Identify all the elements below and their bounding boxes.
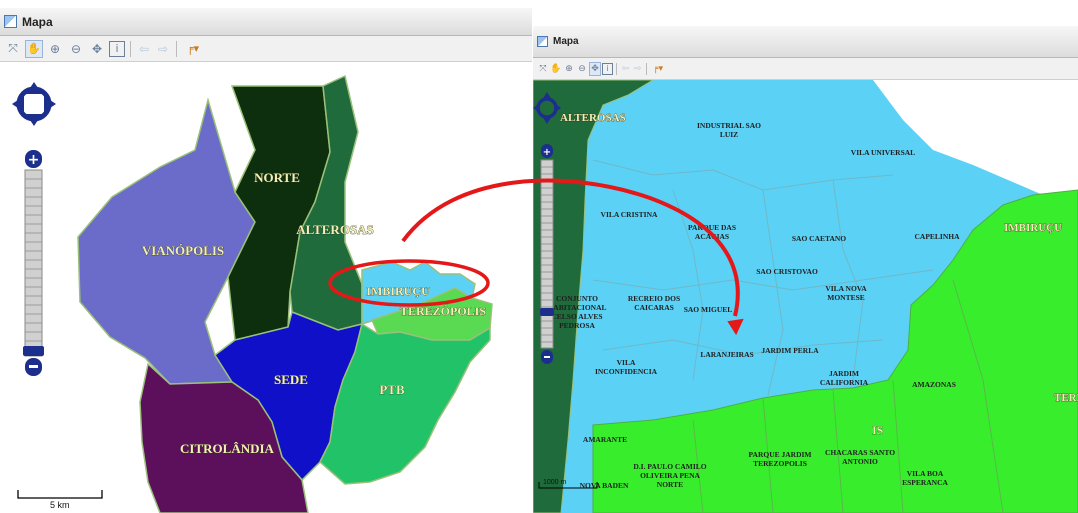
label-vila-universal: VILA UNIVERSAL xyxy=(851,148,915,157)
left-map[interactable]: NORTE ALTEROSAS VIANÓPOLIS IMBIRUÇU TERE… xyxy=(0,62,532,513)
map-window-icon xyxy=(537,36,548,47)
outside-area xyxy=(873,80,1078,212)
toolbar-separator xyxy=(176,40,177,57)
label-ptb: PTB xyxy=(379,382,405,397)
measure-tool-icon[interactable]: ╒▾ xyxy=(186,42,200,55)
toolbar-separator xyxy=(130,40,131,57)
zoom-slider[interactable] xyxy=(24,169,43,357)
zoom-in-tool-icon[interactable]: ⊕ xyxy=(565,63,573,74)
pan-zoom-control[interactable]: + xyxy=(12,82,56,376)
region-vianopolis[interactable] xyxy=(77,97,256,385)
svg-text:5 km: 5 km xyxy=(50,500,70,510)
green-area[interactable] xyxy=(592,189,1078,513)
toolbar-separator xyxy=(646,62,647,75)
zoom-extent-icon[interactable]: ⤧ xyxy=(8,41,18,55)
svg-text:+: + xyxy=(543,147,551,158)
zoom-in-tool-icon[interactable]: ⊕ xyxy=(49,41,61,56)
move-icon[interactable]: ✥ xyxy=(589,61,601,76)
info-icon[interactable]: i xyxy=(602,62,613,75)
label-jardim-perla: JARDIM PERLA xyxy=(761,346,819,355)
right-toolbar: ⤧ ✋ ⊕ ⊖ ✥ i ⇦ ⇨ ╒▾ xyxy=(533,58,1078,80)
zoom-out-button[interactable] xyxy=(25,358,42,376)
label-vianopolis: VIANÓPOLIS xyxy=(142,243,224,258)
green-boundaries xyxy=(692,279,1004,513)
forward-arrow-icon[interactable]: ⇨ xyxy=(157,41,169,56)
forward-arrow-icon[interactable]: ⇨ xyxy=(633,63,642,74)
zoom-slider-handle[interactable] xyxy=(540,308,554,316)
right-map-panel: Mapa ⤧ ✋ ⊕ ⊖ ✥ i ⇦ ⇨ ╒▾ xyxy=(533,26,1078,513)
label-capelinha: CAPELINHA xyxy=(914,232,960,241)
label-laranjeiras: LARANJEIRAS xyxy=(700,350,753,359)
label-alterosas: ALTEROSAS xyxy=(296,222,374,237)
svg-text:1000 m: 1000 m xyxy=(543,479,567,486)
pan-arrows-icon[interactable] xyxy=(12,82,56,126)
label-imbirucu: IMBIRUÇU xyxy=(366,284,430,298)
label-sao-miguel: SAO MIGUEL xyxy=(684,305,733,314)
label-citrolandia: CITROLÂNDIA xyxy=(180,441,275,456)
label-amarante: AMARANTE xyxy=(583,435,627,444)
label-sao-cristovao: SAO CRISTOVAO xyxy=(756,267,818,276)
zoom-extent-icon[interactable]: ⤧ xyxy=(539,63,547,74)
zoom-in-button[interactable]: + xyxy=(25,150,42,168)
zoom-in-button[interactable]: + xyxy=(541,144,553,158)
measure-tool-icon[interactable]: ╒▾ xyxy=(653,63,663,74)
region-ptb[interactable] xyxy=(319,322,491,485)
back-arrow-icon[interactable]: ⇦ xyxy=(138,41,150,56)
zoom-track xyxy=(24,169,43,357)
zoom-slider-handle[interactable] xyxy=(23,346,44,356)
label-nova-baden: NOVA BADEN xyxy=(580,481,629,490)
scale-bar: 1000 m xyxy=(538,479,598,489)
right-title-bar: Mapa xyxy=(533,26,1078,58)
zoom-out-tool-icon[interactable]: ⊖ xyxy=(70,41,82,56)
label-norte: NORTE xyxy=(254,170,300,185)
right-map[interactable]: ALTEROSAS IMBIRUÇU TEREZ IS INDUSTRIAL S… xyxy=(533,80,1078,513)
left-title-bar: Mapa xyxy=(0,8,532,36)
label-sede: SEDE xyxy=(274,372,308,387)
info-icon[interactable]: i xyxy=(109,40,125,57)
label-alterosas: ALTEROSAS xyxy=(560,112,626,124)
right-panel-title: Mapa xyxy=(553,36,579,47)
label-sao-caetano: SAO CAETANO xyxy=(792,234,846,243)
left-panel-title: Mapa xyxy=(22,14,53,29)
map-window-icon xyxy=(4,15,17,28)
pan-icon[interactable]: ✋ xyxy=(25,39,43,58)
pan-icon[interactable]: ✋ xyxy=(550,63,562,74)
svg-text:+: + xyxy=(28,152,40,168)
back-arrow-icon[interactable]: ⇦ xyxy=(621,63,630,74)
label-is: IS xyxy=(872,423,884,437)
toolbar-separator xyxy=(616,62,617,75)
pan-arrows-icon[interactable] xyxy=(533,92,561,124)
zoom-slider[interactable] xyxy=(540,159,554,349)
move-icon[interactable]: ✥ xyxy=(91,41,103,56)
zoom-out-tool-icon[interactable]: ⊖ xyxy=(578,63,586,74)
label-terezopolis-partial: TEREZ xyxy=(1054,392,1078,404)
label-vila-cristina: VILA CRISTINA xyxy=(601,210,658,219)
scale-bar: 5 km xyxy=(17,490,103,510)
label-amazonas: AMAZONAS xyxy=(912,380,956,389)
label-imbirucu: IMBIRUÇU xyxy=(1004,222,1062,234)
left-toolbar: ⤧ ✋ ⊕ ⊖ ✥ i ⇦ ⇨ ╒▾ xyxy=(0,36,532,62)
zoom-out-button[interactable] xyxy=(541,350,553,364)
region-citrolandia[interactable] xyxy=(139,362,309,513)
left-map-panel: Mapa ⤧ ✋ ⊕ ⊖ ✥ i ⇦ ⇨ ╒▾ NORTE ALTEROSAS … xyxy=(0,8,532,513)
